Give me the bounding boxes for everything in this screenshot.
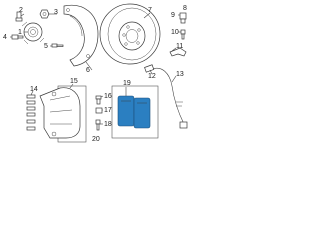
caliper-bracket [39,87,81,139]
callout-7: 7 [148,7,152,14]
callout-6: 6 [86,67,90,74]
callout-3: 3 [54,9,58,16]
callout-labels: 1 2 3 4 5 6 7 8 9 10 11 12 13 14 15 16 1… [3,5,187,143]
callout-14: 14 [30,86,38,93]
bleeder-screw [95,95,102,105]
hub-nut [39,9,50,19]
leader-lines [10,12,181,125]
callout-10: 10 [171,29,179,36]
callout-15: 15 [70,78,78,85]
hose-clip [169,47,187,57]
caliper-bolt [95,119,101,131]
callout-4: 4 [3,34,7,41]
hub-bearing [21,21,45,45]
bleeder-cap [179,12,187,24]
callout-9: 9 [171,12,175,19]
callout-13: 13 [176,71,184,78]
callout-2: 2 [19,7,23,14]
callout-18: 18 [104,121,112,128]
callout-8: 8 [183,5,187,12]
bleeder-cap-small [95,107,103,114]
callout-20: 20 [92,136,100,143]
callout-5: 5 [44,43,48,50]
bolt-small-top [15,11,23,22]
brake-pad-inner [117,95,135,127]
hub-stud [11,34,24,40]
screw-small [180,29,186,40]
callout-17: 17 [104,107,112,114]
dust-shield [63,4,99,67]
shield-bolt [51,43,64,48]
callout-11: 11 [176,43,183,50]
brake-rotor [99,3,161,65]
callout-1: 1 [18,29,22,36]
parts-diagram: 1 2 3 4 5 6 7 8 9 10 11 12 13 14 15 16 1… [3,3,188,143]
brake-pad-kit [111,85,159,139]
guide-pins [26,94,36,131]
brake-hose [144,64,188,129]
brake-pad-outer [133,97,151,129]
callout-12: 12 [148,73,156,80]
callout-16: 16 [104,93,112,100]
callout-19: 19 [123,80,131,87]
